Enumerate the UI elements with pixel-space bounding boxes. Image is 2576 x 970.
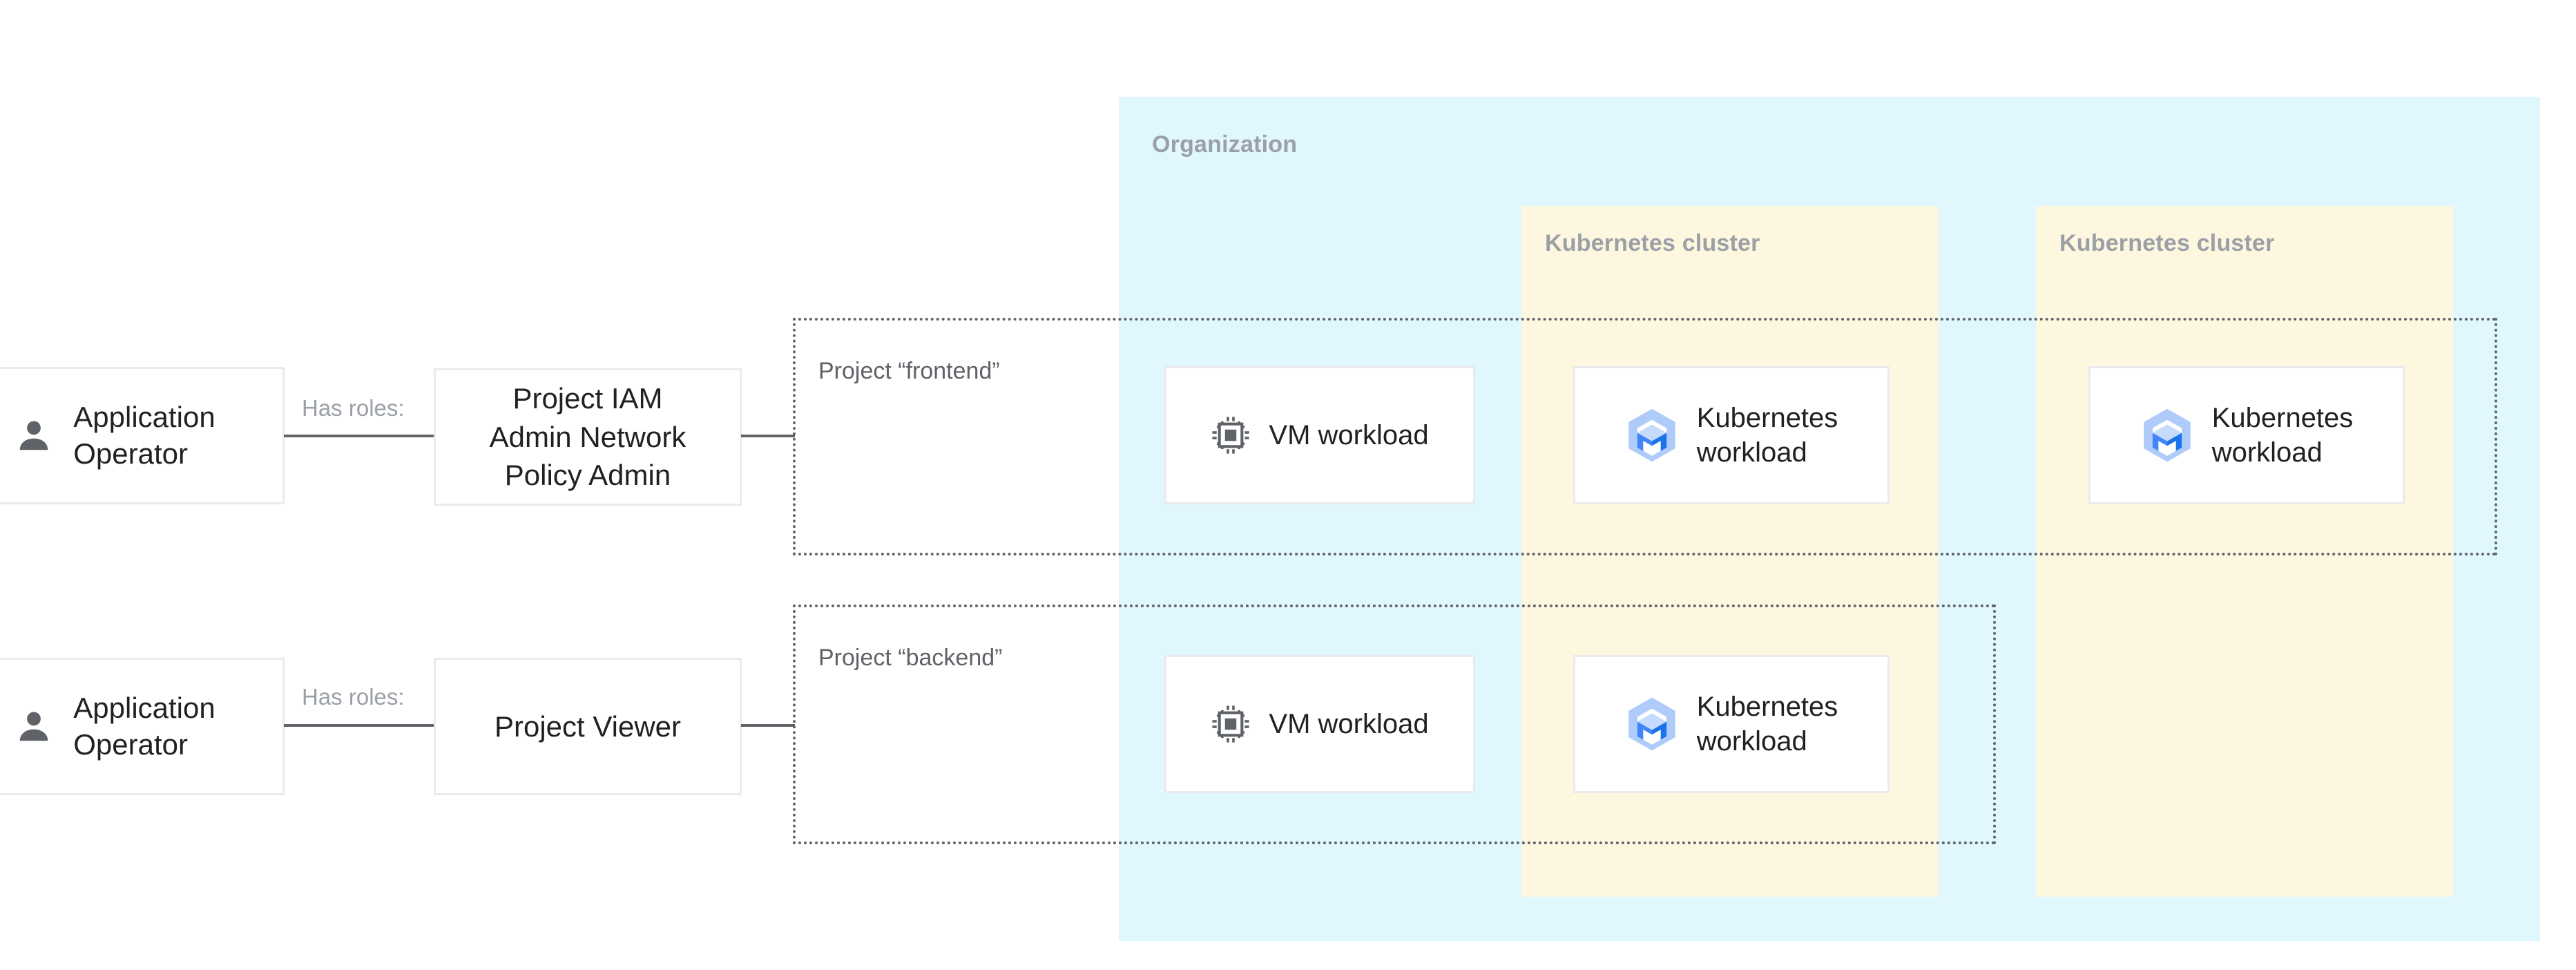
workload-label: Kubernetes workload xyxy=(2211,402,2354,468)
connector-role1-to-project-frontend xyxy=(741,435,795,437)
workload-card-k8s-frontend-cluster2[interactable]: Kubernetes workload xyxy=(2088,366,2405,504)
role-box-1[interactable]: Project IAM Admin Network Policy Admin xyxy=(434,368,742,506)
workload-card-vm-frontend[interactable]: VM workload xyxy=(1164,366,1475,504)
actor-application-operator-2[interactable]: Application Operator xyxy=(0,658,285,795)
project-frontend-label: Project “frontend” xyxy=(818,358,1000,384)
workload-label: Kubernetes workload xyxy=(1696,691,1838,757)
project-backend-label: Project “backend” xyxy=(818,645,1003,671)
organization-label: Organization xyxy=(1152,131,1298,158)
cpu-chip-icon xyxy=(1212,417,1249,454)
role-label: Project Viewer xyxy=(494,710,681,743)
kubernetes-cluster-2-label: Kubernetes cluster xyxy=(2059,230,2275,256)
connector-role2-to-project-backend xyxy=(741,724,795,727)
kubernetes-icon xyxy=(1628,697,1675,751)
workload-label: VM workload xyxy=(1269,419,1429,450)
workload-card-k8s-frontend-cluster1[interactable]: Kubernetes workload xyxy=(1573,366,1890,504)
edge-label-has-roles-2: Has roles: xyxy=(302,684,405,710)
person-icon xyxy=(19,420,48,450)
role-label: Project IAM Admin Network Policy Admin xyxy=(489,381,686,492)
kubernetes-cluster-2-container xyxy=(2036,206,2453,897)
workload-card-k8s-backend-cluster1[interactable]: Kubernetes workload xyxy=(1573,655,1890,793)
actor-application-operator-1[interactable]: Application Operator xyxy=(0,367,285,504)
kubernetes-icon xyxy=(1628,408,1675,462)
workload-label: VM workload xyxy=(1269,708,1429,739)
person-icon xyxy=(19,711,48,741)
actor-label: Application Operator xyxy=(73,691,215,761)
edge-label-has-roles-1: Has roles: xyxy=(302,395,405,421)
role-box-2[interactable]: Project Viewer xyxy=(434,658,742,795)
kubernetes-cluster-1-label: Kubernetes cluster xyxy=(1545,230,1760,256)
cpu-chip-icon xyxy=(1212,705,1249,743)
connector-actor1-to-role1 xyxy=(284,435,434,437)
connector-actor2-to-role2 xyxy=(284,724,434,727)
actor-label: Application Operator xyxy=(73,400,215,470)
kubernetes-icon xyxy=(2143,408,2191,462)
workload-card-vm-backend[interactable]: VM workload xyxy=(1164,655,1475,793)
workload-label: Kubernetes workload xyxy=(1696,402,1838,468)
